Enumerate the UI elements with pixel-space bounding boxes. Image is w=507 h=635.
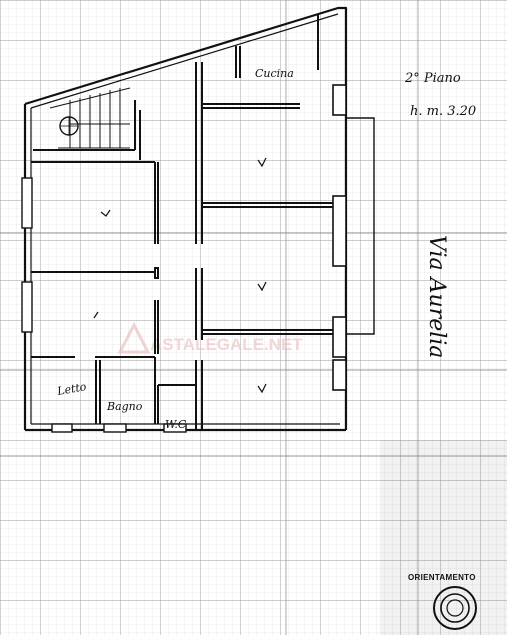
room-label-kitchen: Cucina bbox=[255, 67, 294, 80]
room-label-bedroom: Letto bbox=[55, 380, 87, 398]
street-label: Via Aurelia bbox=[424, 235, 449, 358]
watermark-text: ASTALEGALE.NET bbox=[150, 335, 303, 354]
left-wall-windows bbox=[21, 177, 33, 333]
height-label: h. m. 3.20 bbox=[410, 104, 476, 119]
room-label-bathroom: Bagno bbox=[106, 400, 143, 413]
orientation-compass: ORIENTAMENTO bbox=[408, 573, 477, 630]
right-wall-windows bbox=[332, 84, 375, 391]
staircase bbox=[49, 87, 131, 149]
compass-core bbox=[446, 599, 464, 617]
compass-inner-ring bbox=[440, 593, 470, 623]
orientation-label: ORIENTAMENTO bbox=[408, 573, 476, 582]
floor-label: 2° Piano bbox=[404, 71, 461, 86]
watermark: ASTALEGALE.NET bbox=[117, 321, 303, 354]
bottom-wall-windows bbox=[51, 423, 187, 433]
interior-walls bbox=[31, 15, 333, 430]
room-label-wc: W.C bbox=[165, 418, 187, 431]
door-marks bbox=[93, 157, 267, 394]
compass-outer-ring bbox=[433, 586, 477, 630]
